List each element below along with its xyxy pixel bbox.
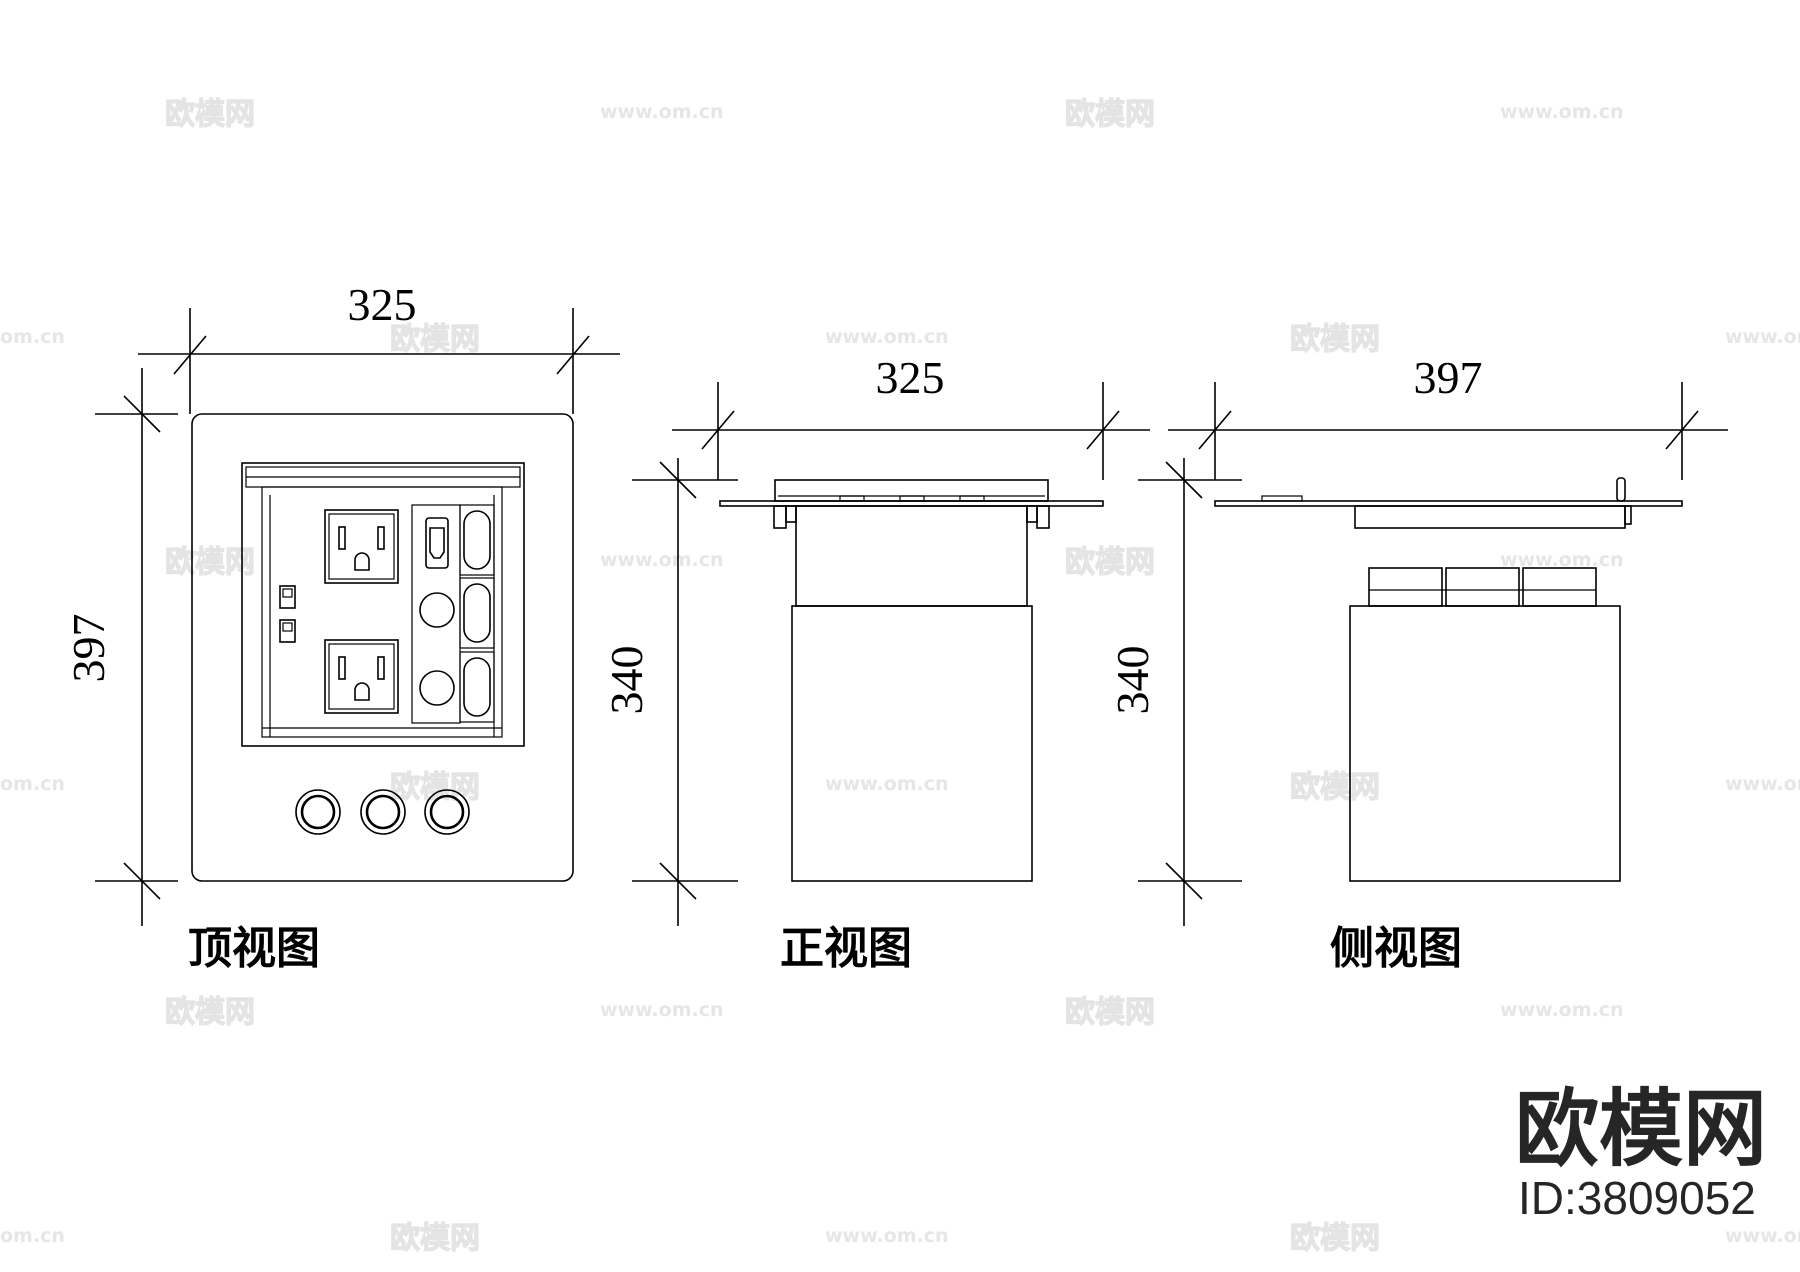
front-view: 325 340 正视图 [601,352,1150,974]
pill-slot-frame-1 [459,504,495,576]
watermark-url: om.cn [0,1225,65,1247]
usb-port-upper [279,585,296,609]
top-view-height-dimension: 397 [63,368,178,926]
top-view-width-dimension: 325 [138,279,620,414]
top-view-outer-plate [191,413,574,882]
watermark-brand: 欧模网 [390,322,480,357]
front-view-housing [791,605,1033,882]
watermark-url: www.om.cn [600,549,724,571]
watermark-url: www.om.cn [825,326,949,348]
side-view-width-label: 397 [1414,352,1483,403]
watermark-brand: 欧模网 [1290,770,1380,805]
watermark-brand: 欧模网 [165,97,255,132]
watermark-url: www.om.cn [1500,101,1624,123]
round-button-2 [360,789,406,835]
side-view-housing [1349,605,1621,882]
watermark-layer: 欧模网 欧模网 www.om.cn www.om.cn om.cn 欧模网 ww… [0,96,1800,1256]
pill-slot-frame-2 [459,577,495,649]
top-view-inner-frame [241,462,525,747]
watermark-url: om.cn [0,773,65,795]
network-port-upper [419,592,455,628]
usb-port-lower [279,619,296,643]
top-view: 325 397 [63,279,620,974]
round-button-1 [295,789,341,835]
power-outlet-lower [324,639,399,714]
watermark-url: www.om.cn [1725,326,1800,348]
front-view-height-dimension: 340 [601,458,738,926]
front-view-width-label: 325 [876,352,945,403]
front-view-inner-body [795,505,1028,607]
front-view-title: 正视图 [780,923,912,974]
brand-name: 欧模网 [1515,1080,1767,1178]
pill-slot-3 [463,657,491,717]
watermark-brand: 欧模网 [1065,995,1155,1030]
hdmi-port [425,517,449,569]
top-view-title: 顶视图 [188,923,320,974]
watermark-brand: 欧模网 [390,1221,480,1256]
front-view-lid [774,479,1049,502]
watermark-brand: 欧模网 [1065,545,1155,580]
side-view-module-1 [1368,567,1443,607]
watermark-brand: 欧模网 [165,545,255,580]
watermark-url: www.om.cn [1500,549,1624,571]
brand-id: ID:3809052 [1518,1172,1756,1224]
top-view-width-label: 325 [348,279,417,330]
side-view: 397 340 侧视图 [1107,352,1728,974]
side-view-module-2 [1445,567,1520,607]
round-button-3 [424,789,470,835]
watermark-url: om.cn [0,326,65,348]
watermark-url: www.om.cn [825,773,949,795]
watermark-brand: 欧模网 [165,995,255,1030]
watermark-url: www.om.cn [1725,773,1800,795]
network-port-lower [419,670,455,706]
brand-logo: 欧模网 ID:3809052 [1515,1080,1767,1224]
watermark-url: www.om.cn [600,999,724,1021]
watermark-brand: 欧模网 [1290,1221,1380,1256]
pill-slot-frame-3 [459,651,495,723]
watermark-url: www.om.cn [600,101,724,123]
power-outlet-upper [324,509,399,584]
watermark-brand: 欧模网 [1290,322,1380,357]
pill-slot-1 [463,510,491,570]
watermark-url: www.om.cn [1500,999,1624,1021]
top-view-socket-panel [261,486,503,738]
side-view-width-dimension: 397 [1168,352,1728,480]
side-view-height-label: 340 [1107,646,1158,715]
pill-slot-2 [463,583,491,643]
side-view-height-dimension: 340 [1107,458,1242,926]
side-view-inner-body [1354,505,1626,529]
watermark-url: www.om.cn [1725,1225,1800,1247]
top-view-height-label: 397 [63,614,114,683]
watermark-brand: 欧模网 [1065,97,1155,132]
side-view-pin [1616,477,1626,502]
side-view-title: 侧视图 [1330,923,1462,974]
front-view-height-label: 340 [601,646,652,715]
watermark-url: www.om.cn [825,1225,949,1247]
front-view-left-tab [773,505,787,529]
front-view-right-tab [1036,505,1050,529]
front-view-width-dimension: 325 [672,352,1150,480]
side-view-module-3 [1522,567,1597,607]
